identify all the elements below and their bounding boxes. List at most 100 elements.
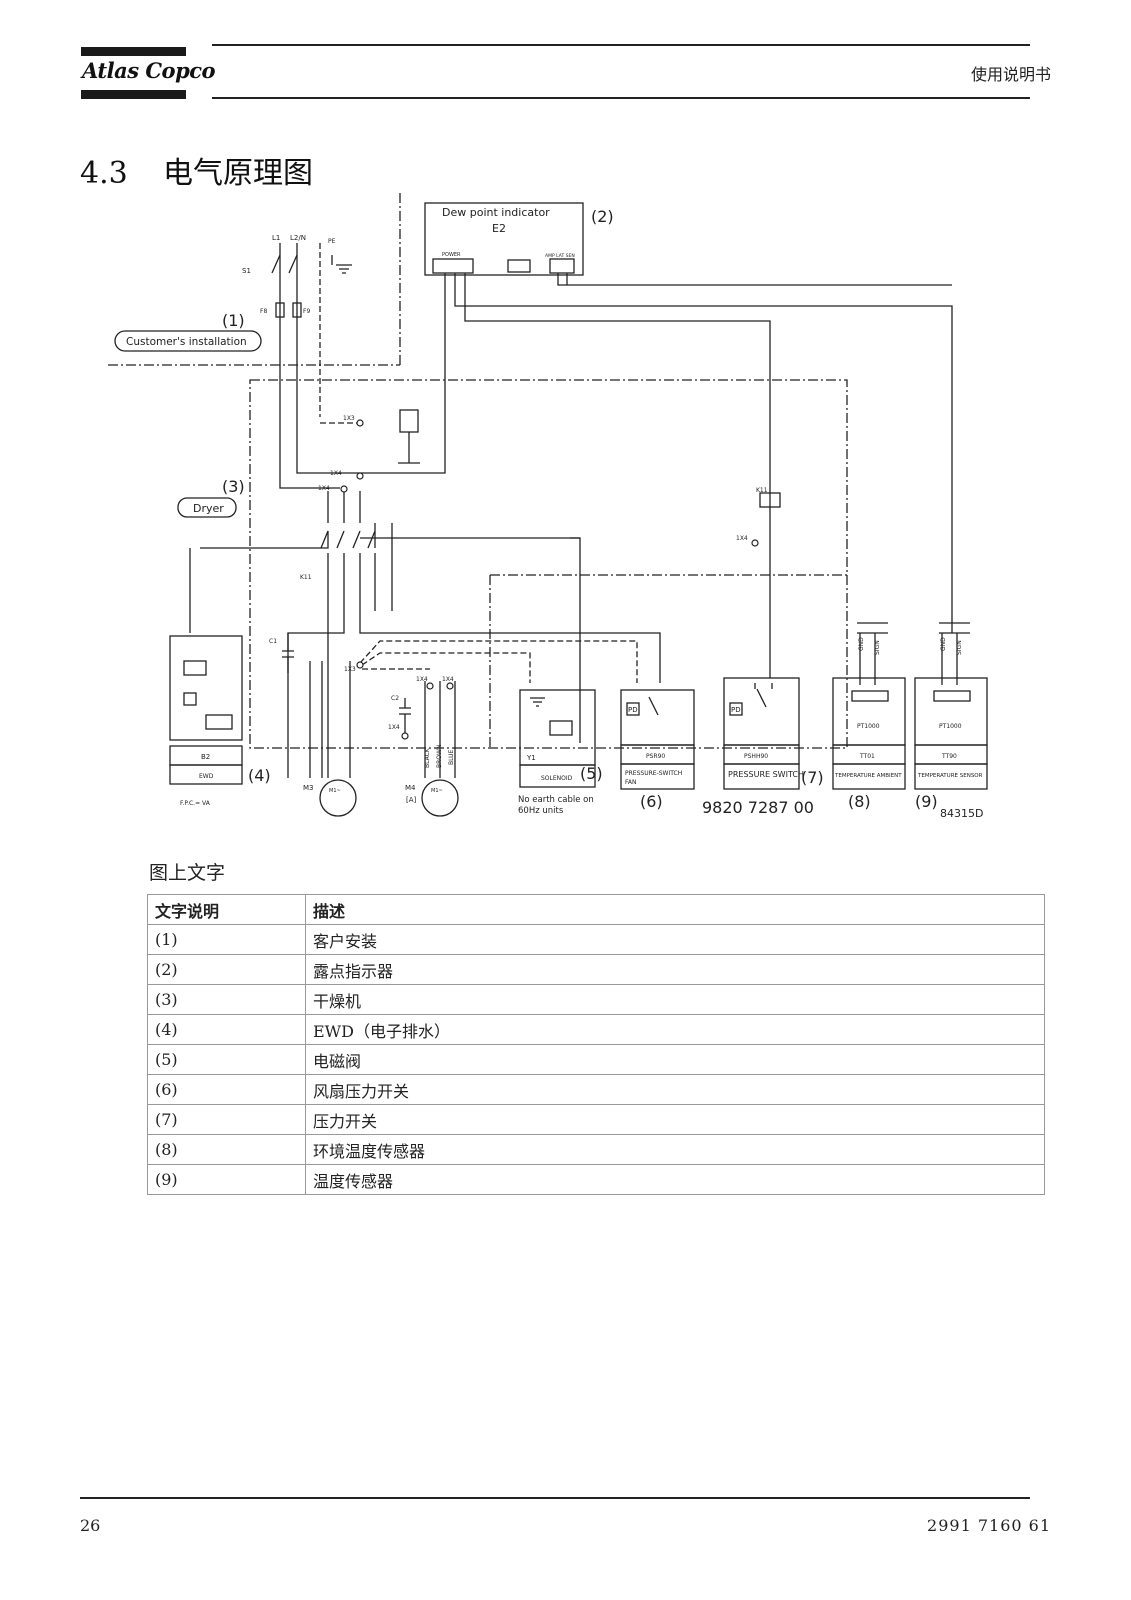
wire-power-k11: [464, 273, 771, 678]
temperature-ambient-label: TEMPERATURE AMBIENT: [834, 773, 902, 779]
header-rule-bottom: [212, 97, 1030, 99]
callout-5: (5): [580, 764, 603, 783]
tt01-gnd-label: GND: [858, 637, 865, 651]
logo-bar-top: [81, 47, 186, 56]
no-earth-label: No earth cable on: [518, 795, 594, 805]
fuse-f8: [275, 302, 285, 318]
sensor-terminal-block: [549, 258, 575, 274]
k11-label: K11: [300, 574, 312, 581]
section-title: 电气原理图: [163, 156, 313, 191]
wire-psr90: [359, 553, 661, 683]
ground-stub: [398, 432, 420, 464]
f9-label: F9: [303, 308, 310, 315]
customers-installation-label: Customer's installation: [126, 336, 247, 348]
solenoid-coil: [549, 720, 573, 736]
callout-2: (2): [591, 207, 614, 226]
document-number: 2991 7160 61: [927, 1516, 1051, 1535]
x4-label-c: 1X4: [736, 535, 748, 542]
l2n-label: L2/N: [290, 234, 306, 242]
callout-1: (1): [222, 311, 245, 330]
legend-ref: (2): [147, 954, 306, 985]
legend-desc: 环境温度传感器: [305, 1134, 1045, 1165]
ewd-label-box-bottom: [169, 764, 243, 785]
blue-label: BLUE: [448, 749, 455, 765]
tt90-label-box-bottom: [914, 763, 988, 790]
pressure-switch-label: PRESSURE SWITCH: [728, 770, 804, 779]
l1-label: L1: [272, 234, 280, 242]
legend-desc: 温度传感器: [305, 1164, 1045, 1195]
earth-solenoid: [361, 652, 531, 683]
legend-table: 文字说明 描述 (1)客户安装 (2)露点指示器 (3)干燥机 (4)EWD（电…: [147, 894, 1045, 1195]
table-row: (7)压力开关: [147, 1104, 1045, 1135]
callout-4: (4): [248, 766, 271, 785]
legend-ref: (3): [147, 984, 306, 1015]
motor-m3-leads: [309, 661, 351, 778]
legend-desc: 干燥机: [305, 984, 1045, 1015]
customers-installation-badge: [114, 330, 262, 352]
pe-label: PE: [328, 238, 336, 245]
fan-label: FAN: [625, 779, 637, 786]
motor-m4-leads: [424, 681, 456, 778]
legend-ref: (7): [147, 1104, 306, 1135]
legend-desc: EWD（电子排水）: [305, 1014, 1045, 1045]
page-number: 26: [80, 1516, 101, 1535]
legend-header-row: 文字说明 描述: [147, 894, 1045, 925]
b2-label: B2: [201, 753, 210, 761]
section-number: 4.3: [80, 156, 128, 191]
earth-psr90: [359, 640, 638, 683]
capacitor-c2: [399, 698, 411, 733]
k11-coil-label: K11: [756, 487, 768, 494]
x3-label-b: 1X3: [344, 666, 356, 673]
legend-ref: (4): [147, 1014, 306, 1045]
legend-desc: 客户安装: [305, 924, 1045, 955]
contactor-k11-poles: [327, 491, 361, 523]
x4-label-d: 1X4: [416, 676, 428, 683]
ground-box: [399, 409, 419, 433]
motor-m4: [421, 779, 459, 817]
x4-label-b: 1X4: [318, 485, 330, 492]
legend-desc: 压力开关: [305, 1104, 1045, 1135]
wire-sen-tt90: [557, 273, 952, 286]
relay-k11-coil: [759, 492, 781, 508]
c1-label: C1: [269, 638, 277, 645]
x4-label-a: 1X4: [330, 470, 342, 477]
table-row: (4)EWD（电子排水）: [147, 1014, 1045, 1045]
solenoid-label-box: [519, 764, 596, 788]
legend-ref: (5): [147, 1044, 306, 1075]
legend-ref: (1): [147, 924, 306, 955]
table-row: (2)露点指示器: [147, 954, 1045, 985]
callout-6: (6): [640, 792, 663, 811]
legend-ref: (9): [147, 1164, 306, 1195]
electrical-schematic: Dew point indicator E2 (2) POWER AMP LAT…: [108, 193, 988, 820]
y1-label: Y1: [526, 754, 536, 762]
ewd-label: EWD: [199, 773, 214, 780]
tt90-label: TT90: [941, 753, 957, 760]
pshh90-label: PSHH90: [744, 753, 768, 760]
dew-point-label: Dew point indicator: [442, 206, 550, 219]
m4-m1-label: M1~: [431, 788, 443, 794]
tt90-sign-label: SIGN: [956, 640, 963, 655]
power-terminal-block: [432, 258, 474, 274]
mains-conductors: [279, 243, 298, 333]
tt01-label: TT01: [859, 753, 875, 760]
tt90-gnd-label: GND: [940, 637, 947, 651]
table-row: (1)客户安装: [147, 924, 1045, 955]
psr90-box: [620, 689, 695, 746]
legend-header-ref: 文字说明: [147, 894, 306, 925]
temperature-sensor-label: TEMPERATURE SENSOR: [917, 773, 983, 779]
callout-8: (8): [848, 792, 871, 811]
tt01-box: [832, 677, 906, 746]
ewd-valve: [205, 714, 233, 730]
wire-m3-s: [287, 553, 345, 778]
table-row: (9)温度传感器: [147, 1164, 1045, 1195]
logo-bar-bottom: [81, 90, 186, 99]
fpc-label: F.P.C.= VA: [180, 800, 211, 807]
wire-l2-x4: [296, 273, 446, 474]
main-switch-s1: [271, 254, 298, 274]
tt01-label-box-bottom: [832, 763, 906, 790]
callout-3: (3): [222, 477, 245, 496]
amp-lat-sen-label: AMP LAT SEN: [545, 253, 575, 259]
tt01-sign-label: SIGN: [874, 640, 881, 655]
wire-amp-tt01: [454, 273, 953, 633]
pressure-switch-fan-label: PRESSURE-SWITCH: [625, 770, 682, 777]
